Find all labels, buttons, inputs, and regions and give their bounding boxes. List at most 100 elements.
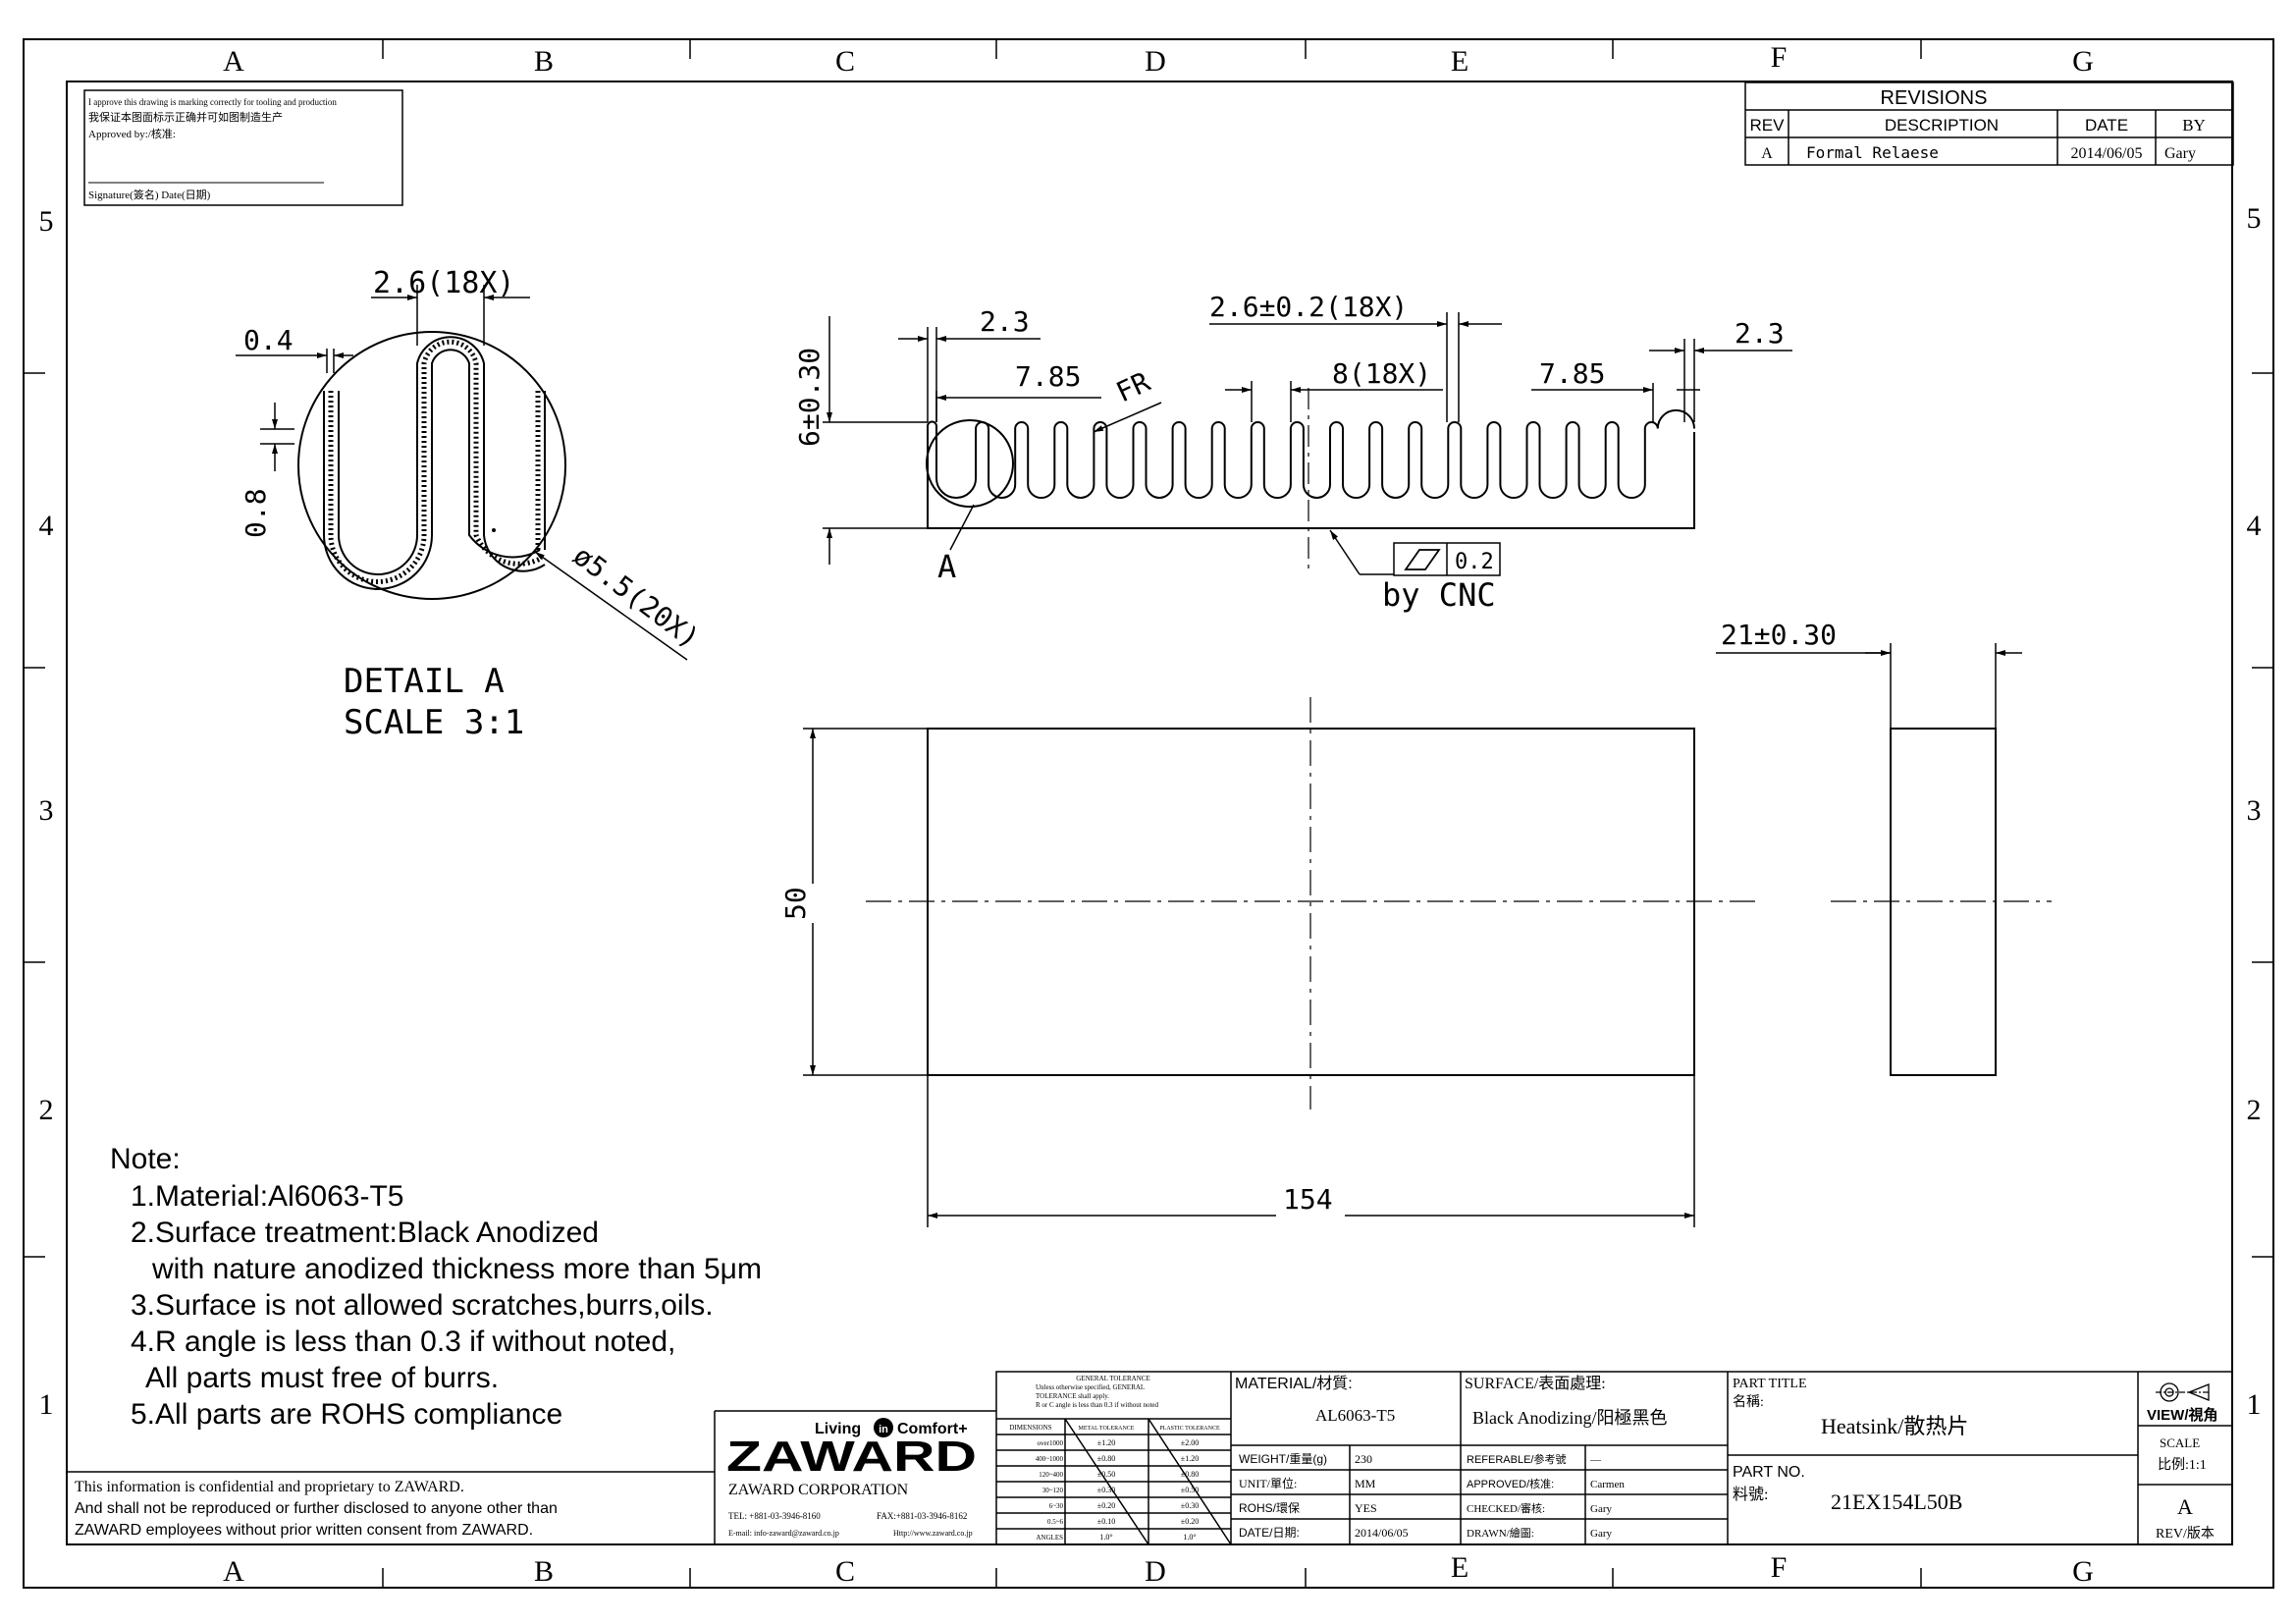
revisions-title: REVISIONS bbox=[1881, 87, 1988, 109]
dim-fin-thickness: 2.6±0.2(18X) bbox=[1209, 291, 1408, 323]
tolerance-cell: ±0.30 bbox=[1097, 1486, 1115, 1494]
slogan-badge-icon bbox=[874, 1418, 893, 1437]
tolerance-cell: ANGLES bbox=[1036, 1534, 1063, 1542]
col-label-top: E bbox=[1451, 45, 1468, 78]
rev-value: A bbox=[2177, 1494, 2193, 1519]
col-label-bottom: A bbox=[223, 1555, 244, 1588]
row-label-left: 5 bbox=[39, 205, 54, 238]
fin-outline bbox=[927, 408, 1695, 499]
company-slogan-mid: in bbox=[879, 1424, 888, 1435]
checked-value: Gary bbox=[1590, 1503, 1612, 1515]
weight-label: WEIGHT/重量(g) bbox=[1239, 1452, 1327, 1466]
tolerance-cell: ±0.50 bbox=[1181, 1486, 1199, 1494]
scale-value: 比例:1:1 bbox=[2158, 1457, 2207, 1473]
flatness-value: 0.2 bbox=[1455, 550, 1494, 574]
surface-value: Black Anodizing/阳極黑色 bbox=[1472, 1408, 1667, 1428]
part-no-cn-label: 料號: bbox=[1733, 1486, 1768, 1503]
border-labels: A B C D E F G A B C D E F G 5 4 3 2 1 5 … bbox=[39, 41, 2262, 1588]
revisions-header-description: DESCRIPTION bbox=[1885, 116, 1999, 135]
company-slogan: Living bbox=[815, 1421, 861, 1437]
note-item: 5.All parts are ROHS compliance bbox=[131, 1398, 562, 1431]
dim-fin-pitch: 8(18X) bbox=[1332, 357, 1431, 390]
referable-label: REFERABLE/参考號 bbox=[1467, 1452, 1566, 1466]
dim-edge-right: 2.3 bbox=[1735, 317, 1785, 350]
part-no-label: PART NO. bbox=[1733, 1464, 1805, 1481]
plan-view: 50 154 bbox=[779, 697, 1757, 1227]
dim-plan-width: 50 bbox=[779, 887, 812, 920]
tolerance-cell: ±1.20 bbox=[1097, 1438, 1115, 1447]
revisions-header-date: DATE bbox=[2085, 116, 2128, 135]
tolerance-cell: ±0.20 bbox=[1181, 1517, 1199, 1526]
col-label-top: F bbox=[1771, 41, 1788, 74]
part-title-cn-label: 名稱: bbox=[1733, 1394, 1764, 1410]
tolerance-note: R or C angle is less than 0.3 if without… bbox=[1036, 1401, 1159, 1409]
detail-dim-fin-width: 2.6(18X) bbox=[373, 266, 515, 300]
surface-label: SURFACE/表面處理: bbox=[1465, 1375, 1606, 1392]
flatness-icon bbox=[1404, 549, 1441, 570]
detail-a-view: 2.6(18X) 0.4 0.8 ø5.5(20X) DETAIL A SCAL… bbox=[236, 266, 706, 742]
col-label-top: A bbox=[223, 45, 244, 78]
company-fax: FAX:+881-03-3946-8162 bbox=[877, 1511, 967, 1521]
cnc-note: by CNC bbox=[1382, 576, 1496, 614]
front-view: A bbox=[793, 291, 1792, 614]
drawn-label: DRAWN/繪圖: bbox=[1467, 1526, 1534, 1540]
detail-dim-thickness: 0.8 bbox=[240, 488, 272, 538]
tolerance-header: PLASTIC TOLERANCE bbox=[1159, 1426, 1220, 1432]
col-label-bottom: C bbox=[835, 1555, 855, 1588]
revisions-header-rev: REV bbox=[1750, 116, 1786, 135]
rohs-label: ROHS/環保 bbox=[1239, 1501, 1300, 1515]
tolerance-cell: 1.0° bbox=[1099, 1533, 1112, 1542]
detail-dim-diameter: ø5.5(20X) bbox=[567, 539, 706, 655]
company-name: ZAWARD CORPORATION bbox=[728, 1482, 909, 1498]
tolerance-cell: 400~1000 bbox=[1036, 1455, 1064, 1463]
revision-description: Formal Relaese bbox=[1806, 143, 1939, 162]
drawn-value: Gary bbox=[1590, 1528, 1612, 1540]
view-label: VIEW/視角 bbox=[2147, 1406, 2218, 1424]
row-label-left: 2 bbox=[39, 1094, 54, 1126]
detail-reference-a: A bbox=[937, 548, 956, 585]
col-label-bottom: F bbox=[1771, 1551, 1788, 1584]
detail-scale: SCALE 3:1 bbox=[344, 703, 524, 742]
tolerance-header: DIMENSIONS bbox=[1009, 1424, 1051, 1432]
note-item: 2.Surface treatment:Black Anodized bbox=[131, 1217, 599, 1249]
material-value: AL6063-T5 bbox=[1315, 1406, 1395, 1425]
col-label-top: D bbox=[1145, 45, 1166, 78]
unit-value: MM bbox=[1355, 1477, 1376, 1490]
tolerance-cell: ±0.10 bbox=[1097, 1517, 1115, 1526]
detail-title: DETAIL A bbox=[344, 662, 505, 701]
tolerance-cell: ±1.20 bbox=[1181, 1454, 1199, 1463]
note-item: 4.R angle is less than 0.3 if without no… bbox=[131, 1326, 675, 1358]
tolerance-header: METAL TOLERANCE bbox=[1079, 1426, 1135, 1432]
dim-offset-right: 7.85 bbox=[1539, 357, 1605, 390]
scale-label: SCALE bbox=[2160, 1435, 2200, 1450]
col-label-bottom: G bbox=[2072, 1555, 2094, 1588]
tolerance-cell: 30~120 bbox=[1042, 1487, 1064, 1494]
company-tel: TEL: +881-03-3946-8160 bbox=[728, 1511, 821, 1521]
rev-label: REV/版本 bbox=[2156, 1526, 2215, 1542]
part-title-label: PART TITLE bbox=[1733, 1377, 1807, 1391]
company-slogan-end: Comfort+ bbox=[897, 1421, 968, 1437]
flatness-callout: 0.2 by CNC bbox=[1382, 542, 1501, 614]
col-label-bottom: E bbox=[1451, 1551, 1468, 1584]
date-value: 2014/06/05 bbox=[1355, 1526, 1409, 1540]
row-label-left: 1 bbox=[39, 1388, 54, 1421]
revisions-table: REVISIONS REV DESCRIPTION DATE BY A Form… bbox=[1744, 81, 2234, 166]
dim-offset-left: 7.85 bbox=[1015, 360, 1081, 393]
side-view: 21±0.30 bbox=[1716, 619, 2052, 1076]
checked-label: CHECKED/審核: bbox=[1467, 1501, 1545, 1515]
referable-value: — bbox=[1589, 1454, 1602, 1466]
projection-symbol-icon bbox=[2156, 1382, 2210, 1402]
title-block: This information is confidential and pro… bbox=[67, 1371, 2233, 1545]
company-email: E-mail: info-zaward@zaward.co.jp bbox=[728, 1529, 839, 1538]
col-label-top: G bbox=[2072, 45, 2094, 78]
tolerance-cell: ±0.80 bbox=[1181, 1470, 1199, 1479]
approval-line-3: Approved by:/核准: bbox=[88, 127, 176, 140]
note-item: with nature anodized thickness more than… bbox=[151, 1253, 762, 1285]
col-label-bottom: B bbox=[534, 1555, 554, 1588]
rohs-value: YES bbox=[1355, 1501, 1377, 1515]
company-block: Living in Comfort+ ZAWARD ZAWARD CORPORA… bbox=[726, 1418, 977, 1538]
fin-profile bbox=[927, 408, 1695, 499]
general-tolerance: GENERAL TOLERANCE Unless otherwise speci… bbox=[1009, 1375, 1220, 1542]
tolerance-cell: 120~400 bbox=[1039, 1471, 1063, 1479]
tolerance-cell: 6~30 bbox=[1049, 1502, 1064, 1510]
